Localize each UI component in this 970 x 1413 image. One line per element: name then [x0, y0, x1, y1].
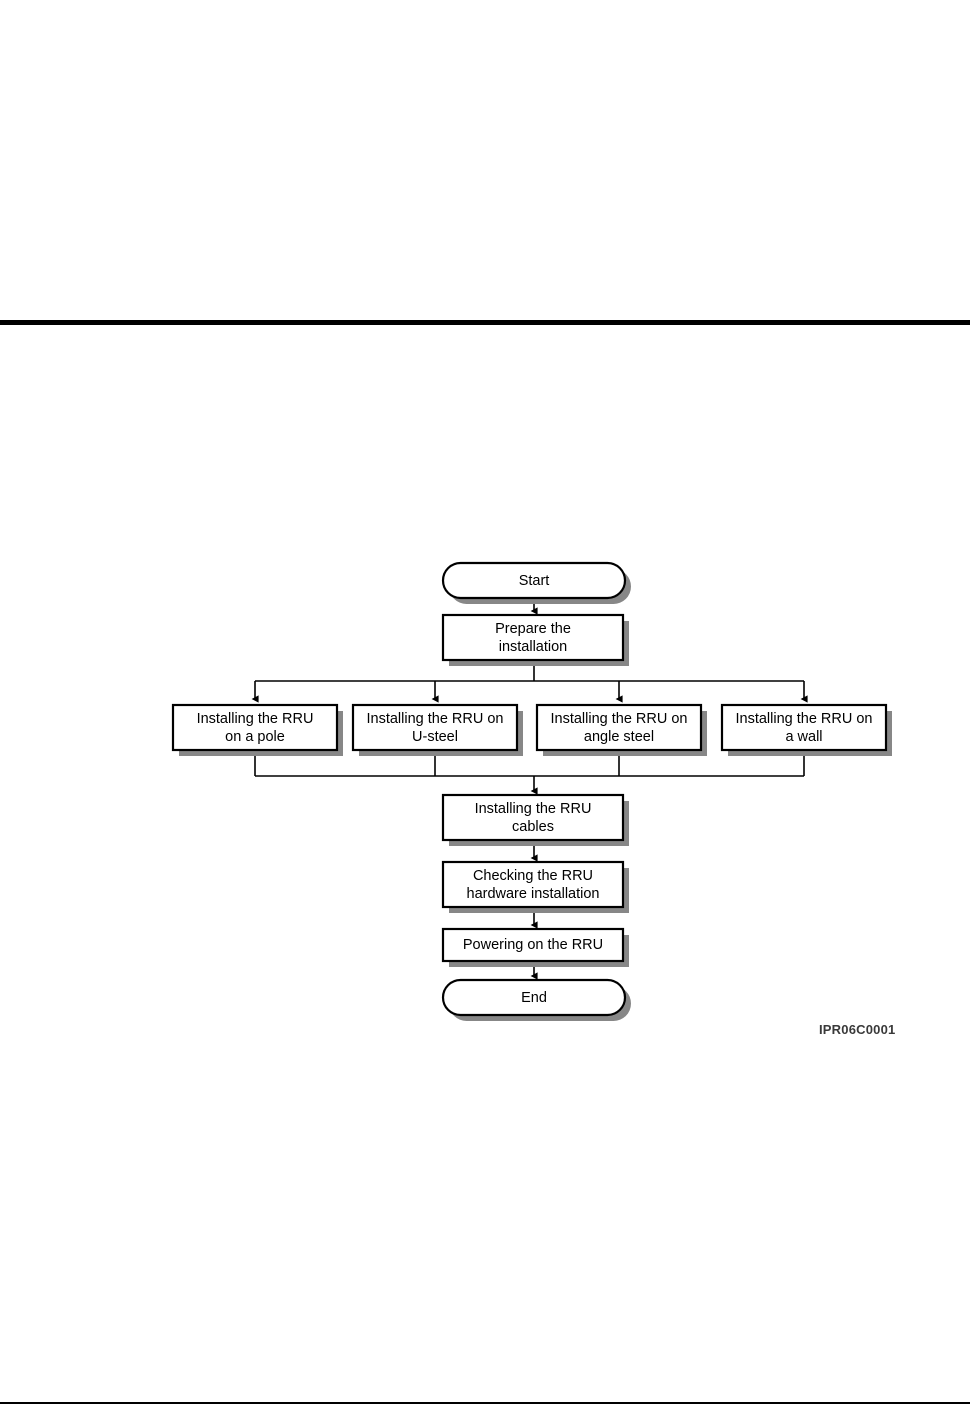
- node-end-shape: [441, 978, 627, 1017]
- node-prepare-shape: [441, 613, 625, 662]
- node-wall-shape: [720, 703, 888, 752]
- node-pole-shape: [171, 703, 339, 752]
- node-cables-shape: [441, 793, 625, 842]
- node-powering-shape: [441, 927, 625, 963]
- node-angle-shape: [535, 703, 703, 752]
- figure-id-caption: IPR06C0001: [819, 1022, 896, 1037]
- node-usteel-shape: [351, 703, 519, 752]
- node-checking-shape: [441, 860, 625, 909]
- header-rule: [0, 320, 970, 325]
- footer-rule: [0, 1402, 970, 1404]
- node-start-shape: [441, 561, 627, 600]
